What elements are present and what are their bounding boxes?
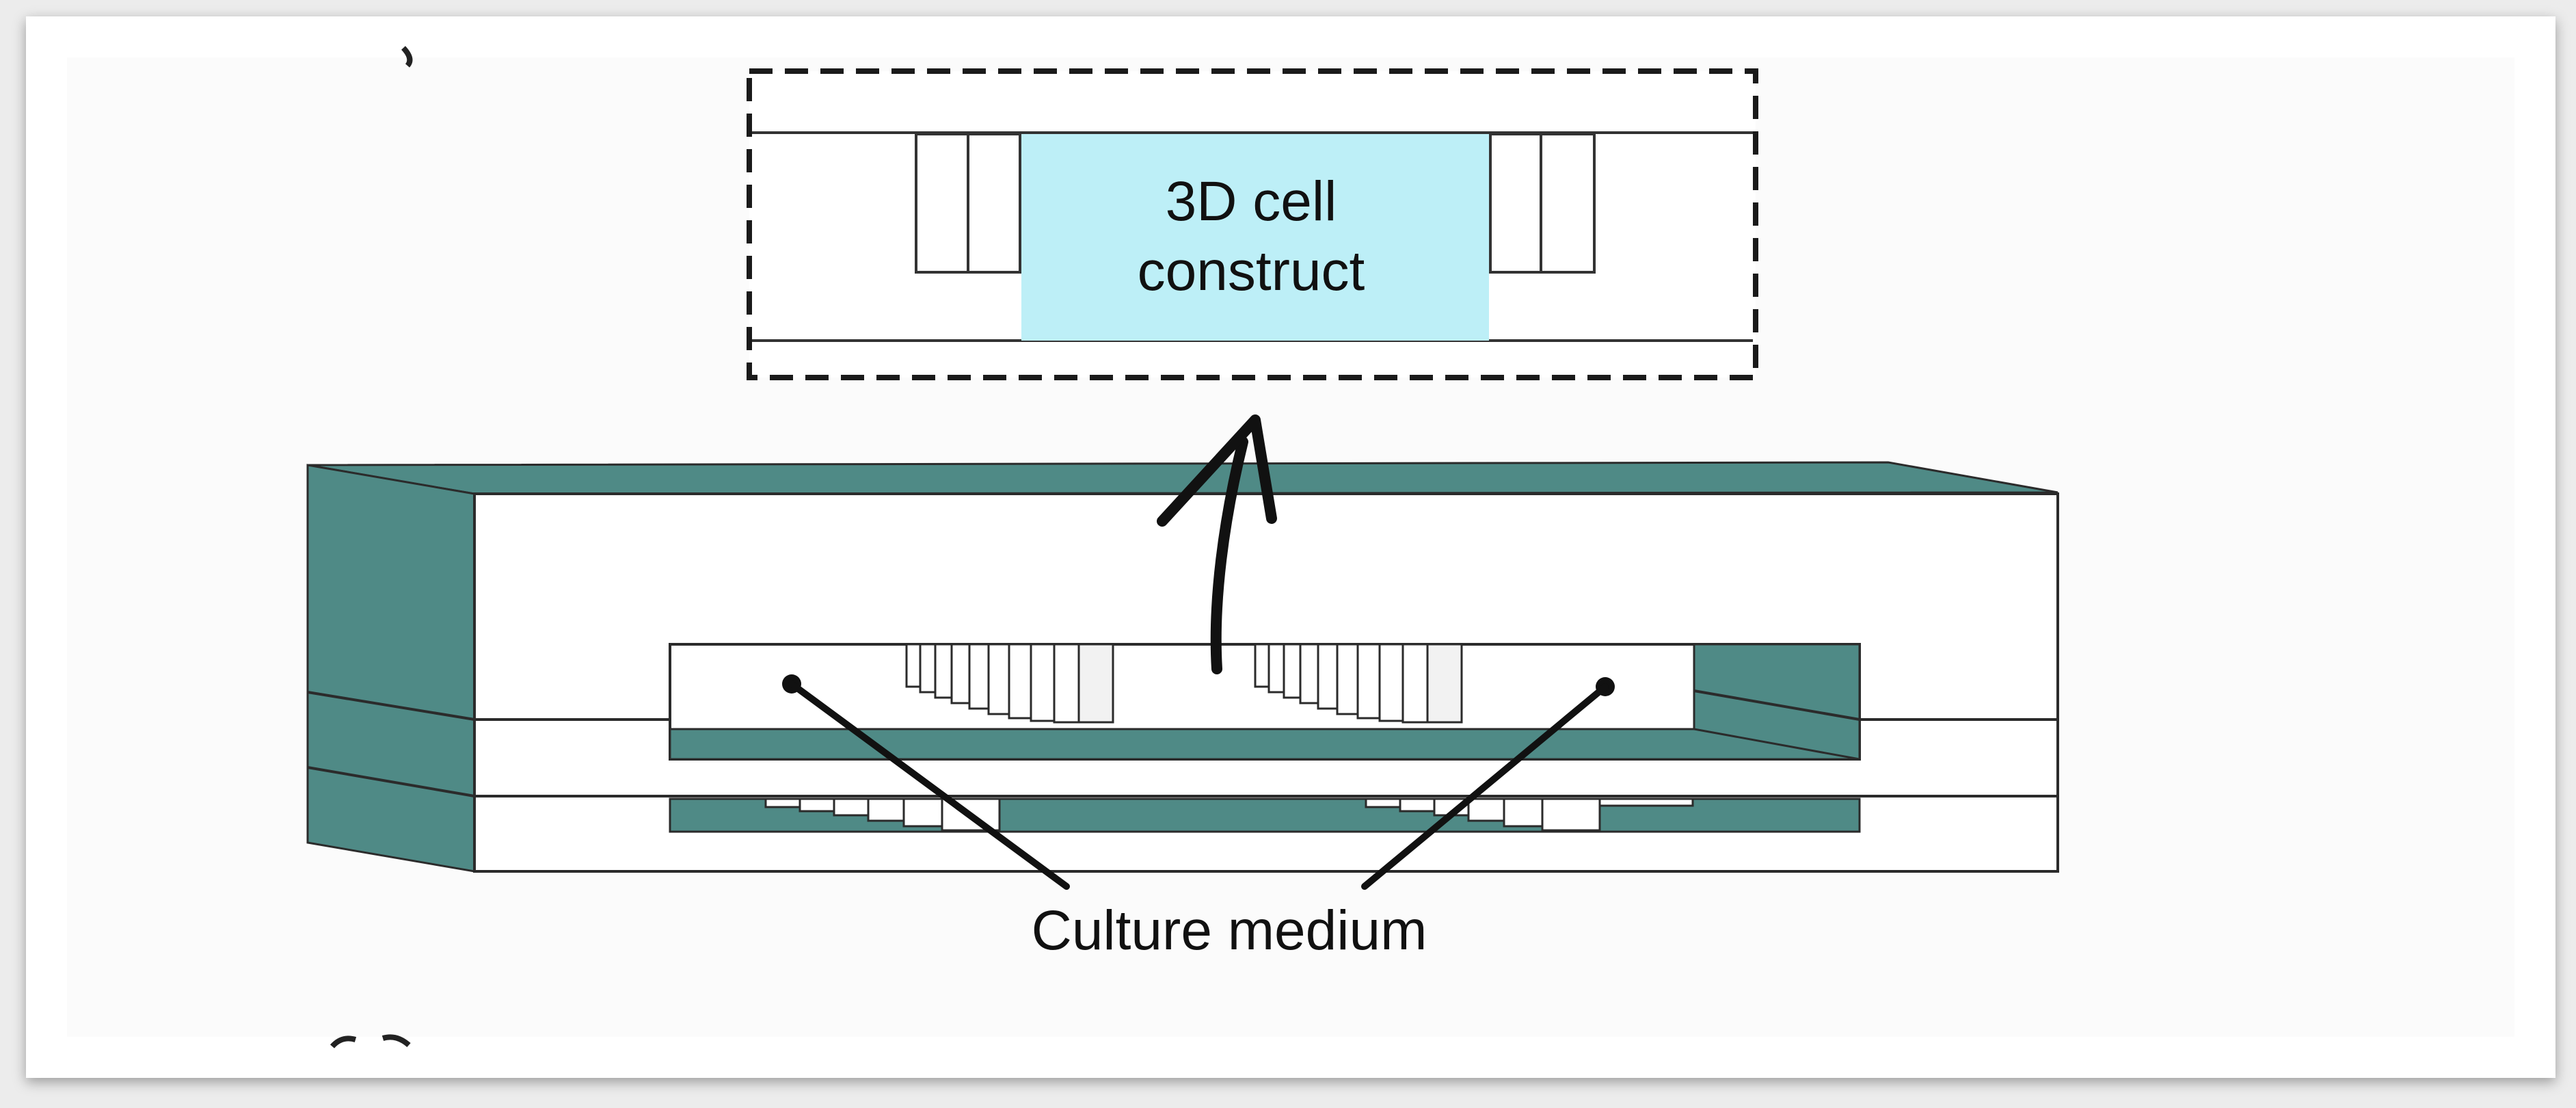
- fragment-mark-bottom: [330, 1034, 411, 1048]
- right-callout-line: [1361, 683, 1609, 890]
- arrow-shaft: [1210, 436, 1248, 674]
- inset-label-line2: construct: [1138, 240, 1365, 302]
- inset-detail: 3D cell construct: [747, 68, 1758, 380]
- upper-channel-right-wall: [1693, 643, 1861, 761]
- culture-medium-callouts: [782, 674, 1615, 890]
- left-callout-line: [788, 681, 1070, 890]
- culture-medium-label: Culture medium: [1032, 899, 1427, 962]
- left-face-seam-2: [307, 766, 475, 797]
- cell-construct-region: [1021, 134, 1489, 341]
- arrow-head: [1157, 414, 1277, 527]
- device-body: [306, 461, 2059, 873]
- upper-left-pillar-array: [905, 643, 1114, 724]
- device-left-face: [306, 464, 476, 873]
- upper-right-pillar-array: [1254, 643, 1463, 724]
- lower-left-pillar-array: [764, 797, 1001, 832]
- upper-channel-right-edge: [1693, 689, 1860, 721]
- upper-channel-floor: [669, 728, 1861, 761]
- lower-right-pillar-array: [1365, 797, 1694, 832]
- zoom-arrow: [1157, 414, 1277, 674]
- fragment-mark-top: [401, 46, 413, 68]
- device-top-face: [307, 461, 2058, 495]
- inset-label-line1: 3D cell: [1166, 170, 1337, 233]
- left-face-seam-1: [307, 691, 475, 721]
